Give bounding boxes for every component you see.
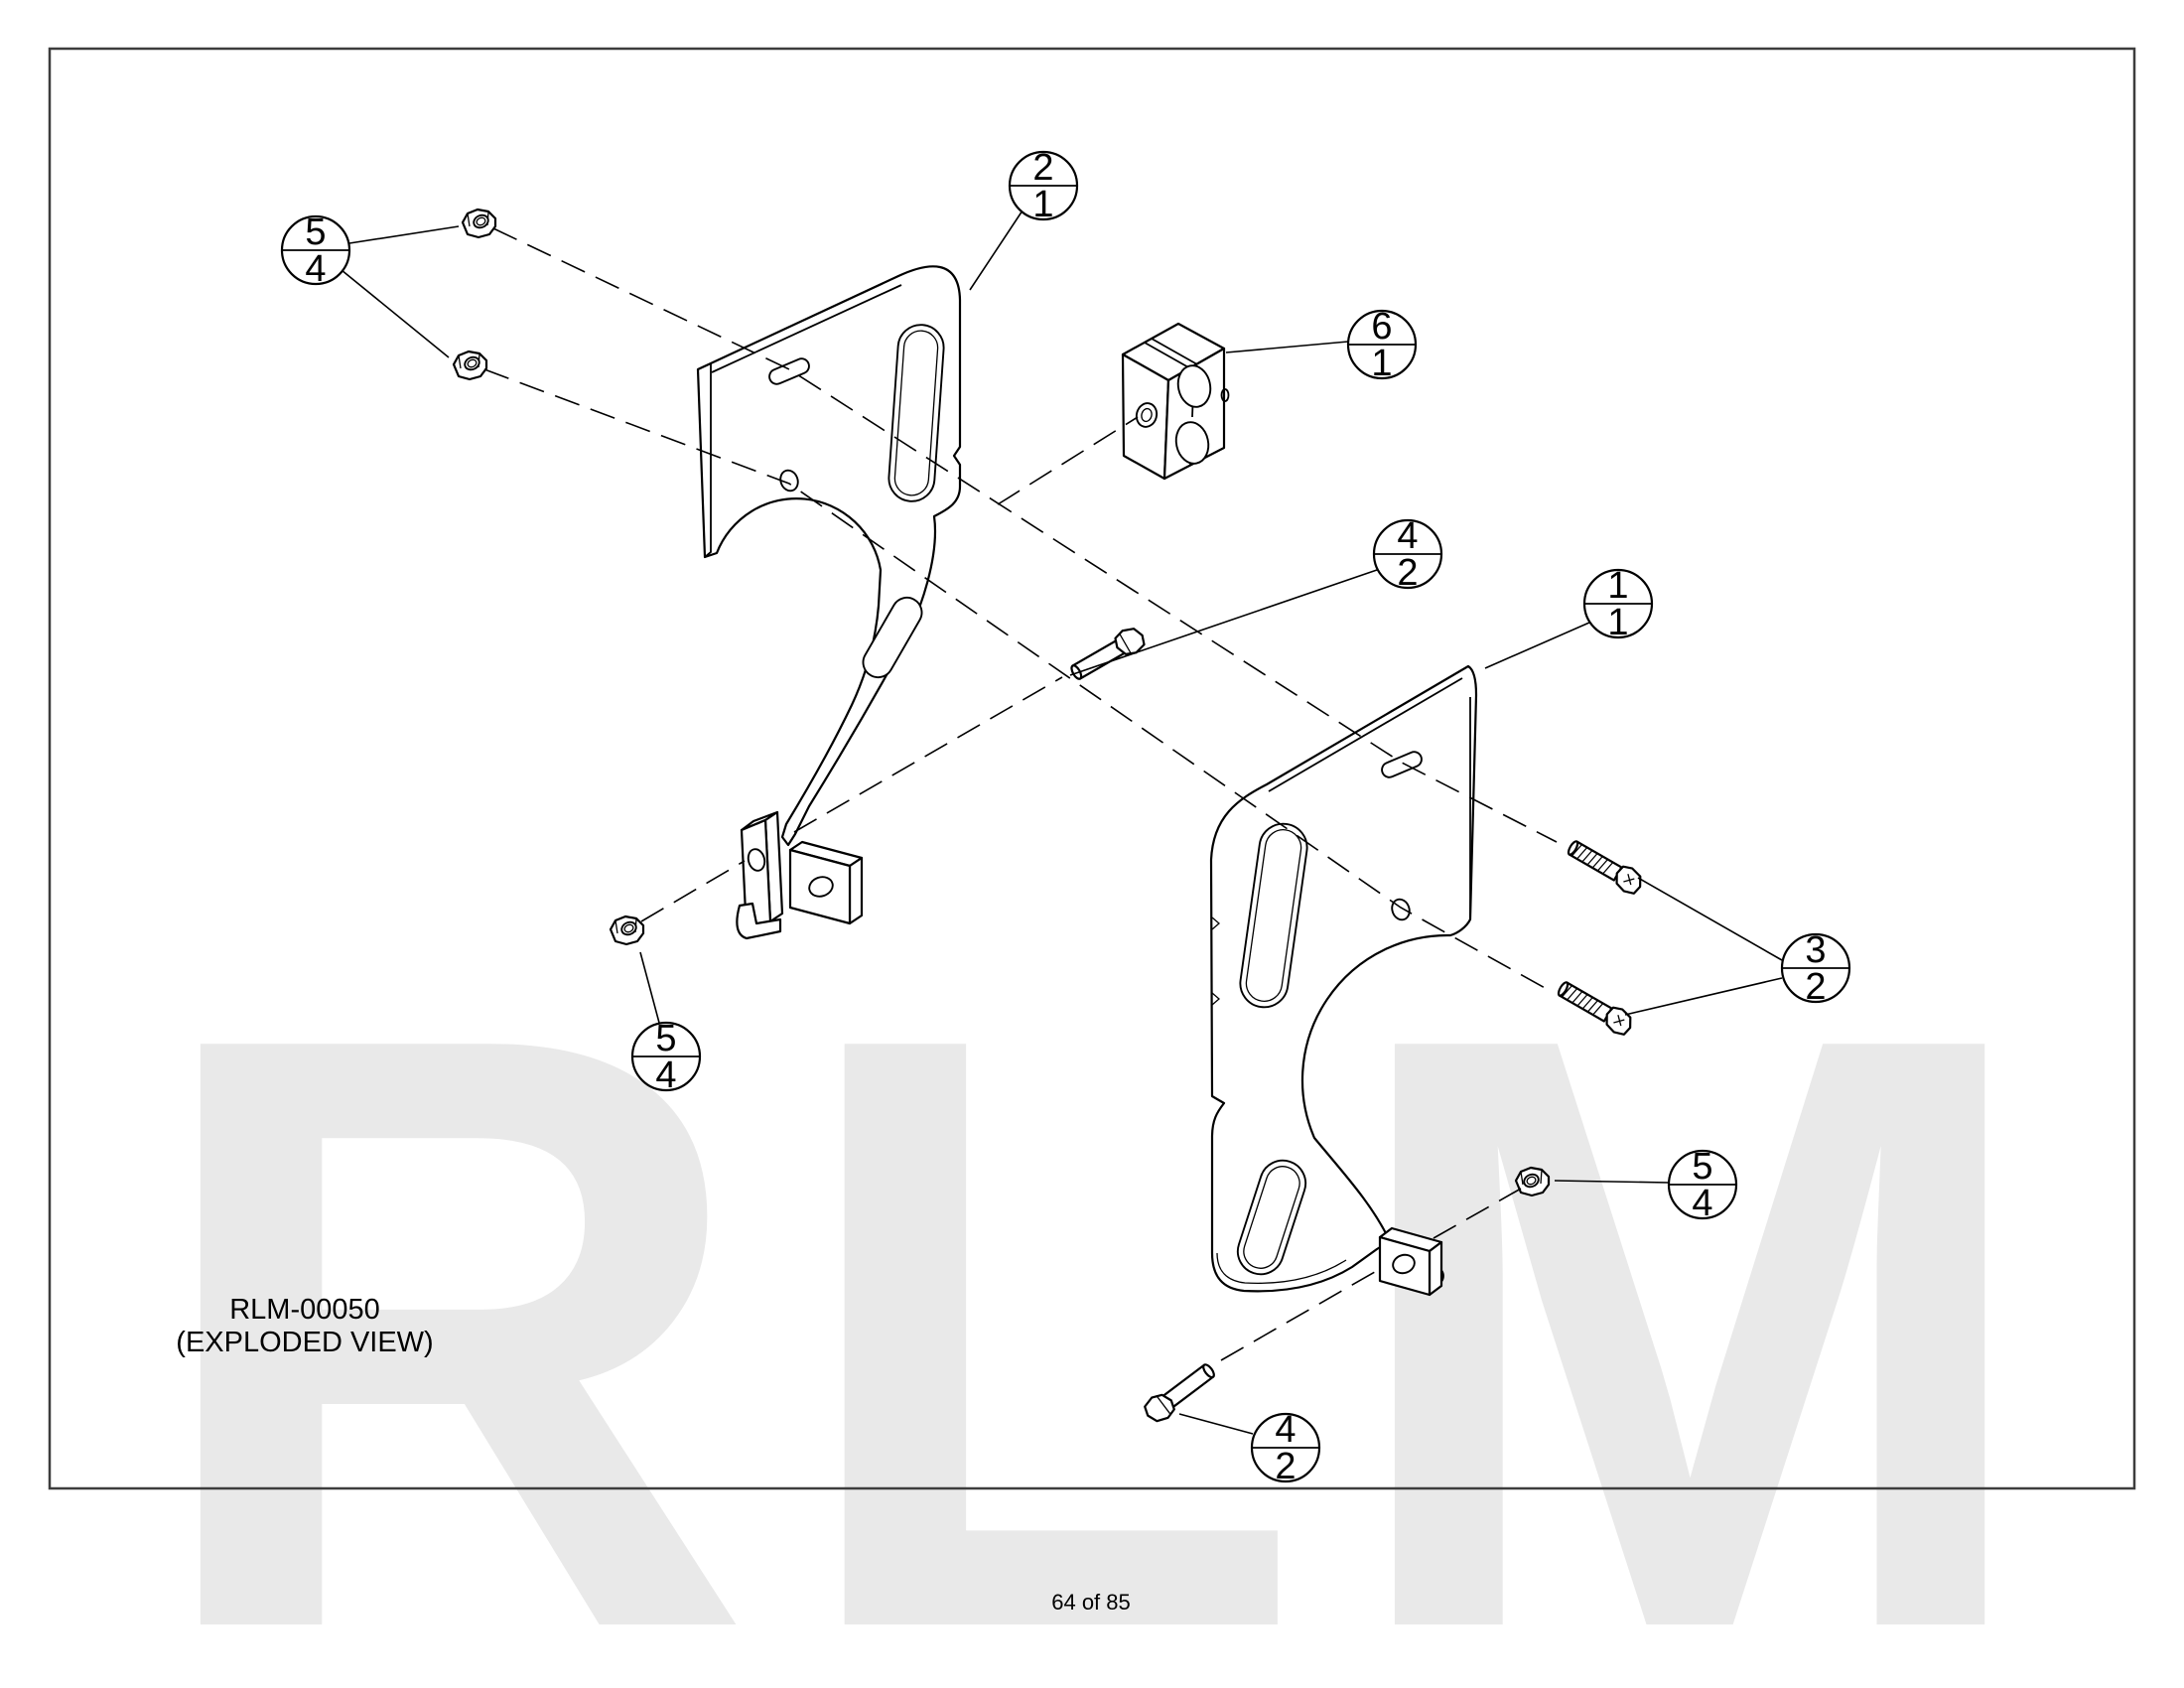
svg-text:4: 4 bbox=[1275, 1409, 1296, 1451]
assembly-axis-lines bbox=[483, 227, 1558, 1361]
callout-balloon-5-4: 5 4 bbox=[280, 211, 351, 290]
hex-nut bbox=[609, 914, 645, 946]
hex-nut bbox=[452, 350, 488, 381]
callout-balloon-5-4: 5 4 bbox=[630, 1018, 702, 1096]
threaded-bolt bbox=[1567, 840, 1642, 895]
svg-text:4: 4 bbox=[1397, 515, 1418, 557]
hex-nut bbox=[1514, 1166, 1551, 1197]
svg-text:1: 1 bbox=[1371, 343, 1392, 384]
svg-text:5: 5 bbox=[655, 1018, 676, 1059]
right-bracket-slot bbox=[1239, 822, 1308, 1009]
callout-balloon-5-4: 5 4 bbox=[1667, 1146, 1738, 1224]
page-indicator: 64 of 85 bbox=[1051, 1590, 1131, 1615]
svg-text:2: 2 bbox=[1805, 966, 1826, 1008]
right-bracket-lobe-slot bbox=[1236, 1159, 1307, 1276]
left-bracket-hole bbox=[779, 469, 799, 492]
hex-nut bbox=[461, 208, 497, 239]
hex-bolt bbox=[1070, 628, 1146, 680]
svg-text:4: 4 bbox=[305, 248, 326, 290]
callout-balloon-4-2: 4 2 bbox=[1250, 1409, 1321, 1487]
svg-text:4: 4 bbox=[655, 1055, 676, 1096]
hex-bolt bbox=[1144, 1363, 1215, 1423]
left-bracket-part bbox=[696, 265, 962, 847]
clamp-block-part bbox=[1121, 322, 1230, 481]
callout-balloon-1-1: 1 1 bbox=[1582, 565, 1654, 643]
threaded-bolt bbox=[1557, 981, 1632, 1036]
svg-text:2: 2 bbox=[1397, 552, 1418, 594]
right-bracket-part bbox=[1209, 664, 1478, 1293]
svg-text:6: 6 bbox=[1371, 306, 1392, 348]
drawing-border bbox=[48, 47, 2136, 1490]
callout-balloon-4-2: 4 2 bbox=[1372, 515, 1443, 594]
left-bracket-small-slot bbox=[768, 357, 810, 385]
left-bracket-foot bbox=[736, 810, 864, 940]
svg-text:2: 2 bbox=[1032, 147, 1053, 189]
watermark-text: RLM bbox=[144, 862, 2077, 1688]
right-bracket-foot bbox=[1378, 1226, 1444, 1297]
svg-text:4: 4 bbox=[1692, 1183, 1712, 1224]
callout-balloon-3-2: 3 2 bbox=[1780, 929, 1851, 1008]
callout-balloon-6-1: 6 1 bbox=[1346, 306, 1418, 384]
view-label: (EXPLODED VIEW) bbox=[176, 1327, 433, 1358]
leader-lines bbox=[341, 210, 1783, 1435]
svg-text:5: 5 bbox=[1692, 1146, 1712, 1188]
svg-text:2: 2 bbox=[1275, 1446, 1296, 1487]
svg-text:1: 1 bbox=[1607, 565, 1628, 607]
svg-text:3: 3 bbox=[1805, 929, 1826, 971]
part-number-label: RLM-00050 bbox=[229, 1294, 380, 1326]
svg-text:1: 1 bbox=[1607, 602, 1628, 643]
left-bracket-slot bbox=[887, 324, 945, 502]
left-bracket-arm-slot bbox=[862, 596, 923, 679]
callout-balloon-2-1: 2 1 bbox=[1008, 147, 1079, 225]
svg-text:1: 1 bbox=[1032, 184, 1053, 225]
right-bracket-small-slot bbox=[1381, 751, 1423, 778]
svg-text:5: 5 bbox=[305, 211, 326, 253]
